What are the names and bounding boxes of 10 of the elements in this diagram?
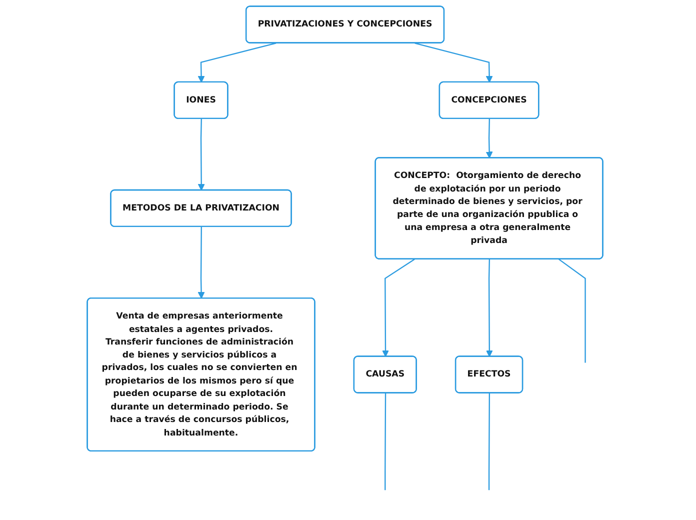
arrow bbox=[198, 118, 205, 191]
connector bbox=[558, 258, 586, 363]
connector bbox=[488, 393, 490, 490]
arrow bbox=[382, 258, 415, 357]
arrow bbox=[486, 259, 493, 357]
arrow bbox=[414, 42, 493, 83]
arrow bbox=[486, 118, 493, 158]
arrow bbox=[198, 226, 205, 299]
connector bbox=[384, 393, 386, 490]
arrow bbox=[198, 42, 276, 83]
